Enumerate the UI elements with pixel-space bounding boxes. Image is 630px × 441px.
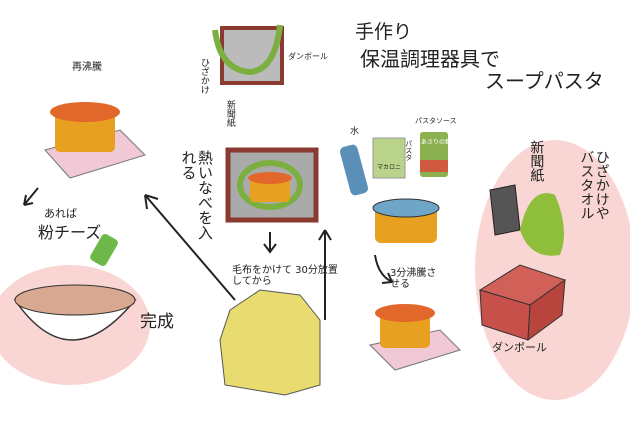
- step-done: 完成: [140, 312, 174, 332]
- newspaper-icon: [489, 184, 521, 236]
- label-water: 水: [350, 127, 360, 137]
- flow-arrows: [23, 187, 393, 320]
- step-insert: 熱いなべを入れる: [179, 150, 215, 240]
- title-line1: 手作り: [355, 21, 413, 43]
- pasta-bag-icon: [372, 137, 406, 179]
- label-cardboard-top: ダンボール: [288, 52, 328, 61]
- pot-water-icon: [372, 198, 440, 243]
- soup-bowl-icon: [13, 233, 137, 341]
- title-line3: スープパスタ: [485, 69, 604, 93]
- label-towel: ひざかけやバスタオル: [578, 150, 610, 220]
- label-can: あさりの野菜: [421, 139, 458, 146]
- cardboard-box-icon: [478, 264, 567, 342]
- insulation-box-icon: [212, 24, 284, 85]
- step-cheese-1: あれば: [44, 207, 77, 220]
- water-bottle-icon: [339, 144, 369, 196]
- stove-pot-icon: [368, 304, 461, 371]
- step-blanket: 毛布をかけて 30分放置してから: [232, 265, 338, 287]
- towel-icon: [520, 193, 564, 256]
- blanket-covered-pot-icon: [219, 289, 321, 396]
- reboil-stove-pot-icon: [44, 102, 146, 179]
- label-pasta-sauce: パスタソース: [415, 117, 457, 125]
- step-reboil: 再沸騰: [72, 62, 102, 73]
- label-pasta-bag: マカロニ: [377, 164, 402, 171]
- title-line2: 保温調理器具で: [360, 47, 500, 71]
- label-lap-blanket: ひざかけ: [198, 58, 209, 94]
- step-cheese-2: 粉チーズ: [38, 223, 102, 242]
- step-boil: 3分沸騰させる: [390, 268, 437, 290]
- label-newspaper-top: 新聞紙: [224, 100, 235, 127]
- box-with-pot-icon: [225, 147, 319, 223]
- label-newspaper: 新聞紙: [528, 140, 545, 182]
- label-cardboard: ダンボール: [492, 341, 547, 354]
- label-pasta: パスタ: [404, 140, 413, 161]
